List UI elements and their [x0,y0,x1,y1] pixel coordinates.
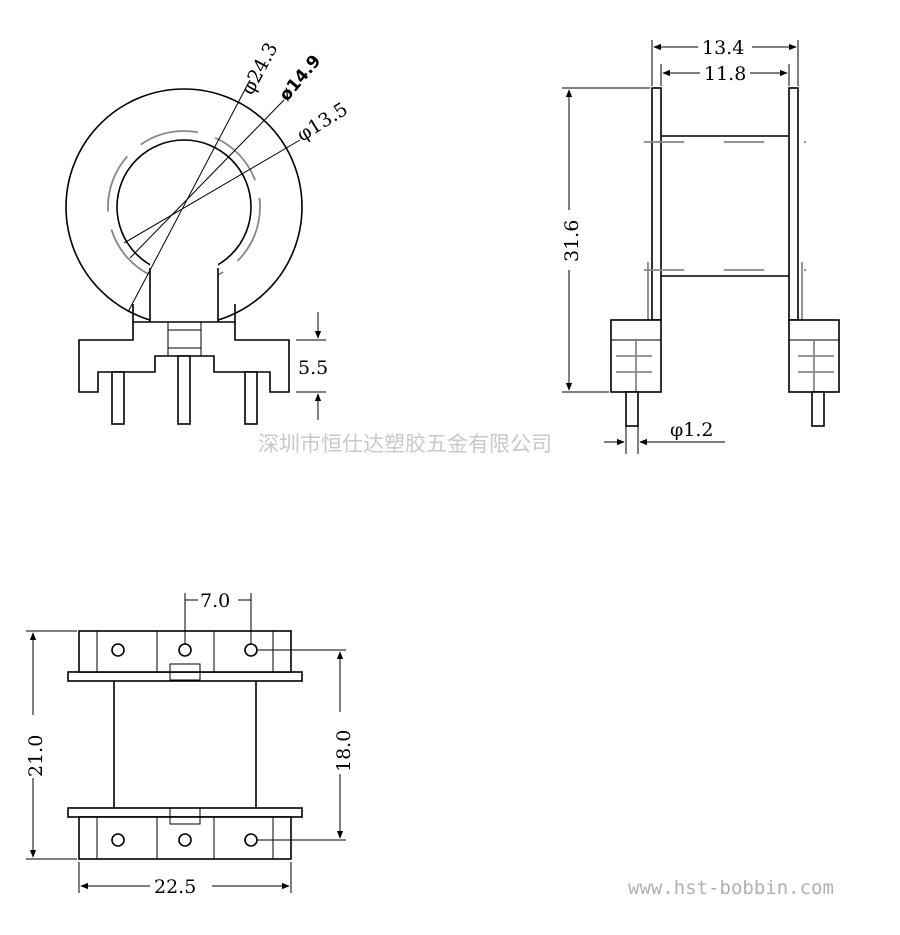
dim-inner-width: 11.8 [704,63,746,85]
dim-height: 31.6 [561,220,583,262]
inner-circle [116,139,252,275]
bottom-flange [78,816,292,860]
leader-mid-diameter [129,99,285,259]
watermark-website: www.hst-bobbin.com [628,877,834,899]
dim-pin-span: 18.0 [333,730,355,772]
dim-pin-diameter: φ1.2 [670,419,714,441]
flange-right [788,87,799,321]
dim-flange-height: 5.5 [298,357,328,379]
dim-pin-pitch: 7.0 [200,590,230,612]
pin-left [111,371,125,425]
side-pin-right [811,391,825,427]
dim-inner-diameter: φ13.5 [293,98,352,146]
dim-total-width: 13.4 [702,37,744,59]
hole-bottom-right [244,833,258,847]
watermark-company: 深圳市恒仕达塑胶五金有限公司 [258,432,552,456]
dim-outer-diameter: φ24.3 [237,39,283,98]
side-view: 13.4 11.8 31.6 φ1.2 [561,37,840,454]
mid-dashed-circle [107,130,261,284]
pin-right [244,371,258,425]
hole-bottom-left [111,833,125,847]
leader-outer-diameter [127,79,251,313]
side-pin-left [625,391,639,427]
bottom-view: 7.0 21.0 18.0 22.5 [25,590,355,898]
leader-inner-diameter [123,139,301,244]
dim-total-depth: 21.0 [25,735,47,777]
pin-center [177,355,191,425]
hole-top-left [111,643,125,657]
hole-bottom-center [178,833,192,847]
flange-left [651,87,662,321]
dim-mid-diameter: ø14.9 [276,51,326,105]
front-view: φ24.3 ø14.9 φ13.5 5.5 [65,39,352,425]
dim-total-width-bottom: 22.5 [154,876,196,898]
